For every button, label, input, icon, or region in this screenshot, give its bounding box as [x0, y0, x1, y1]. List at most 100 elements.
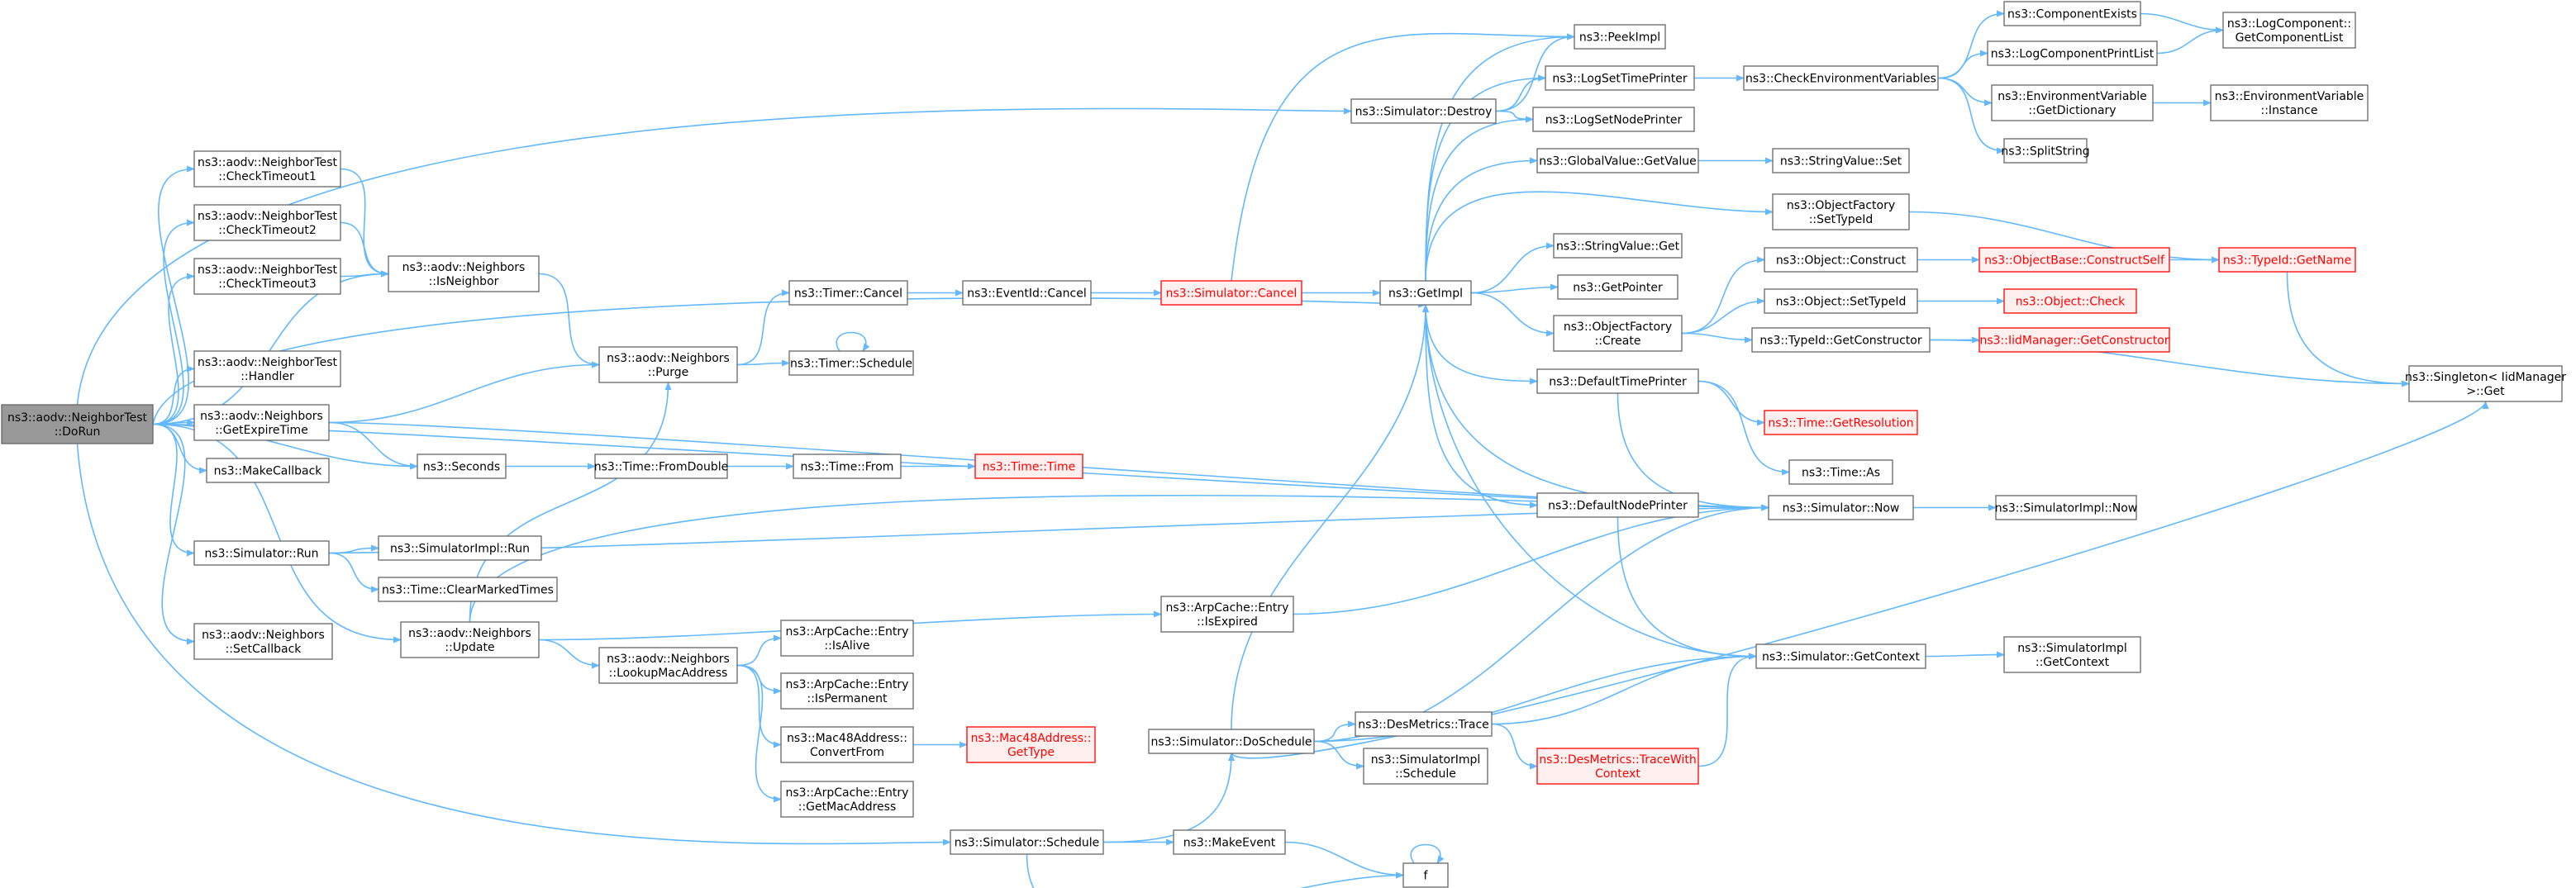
node-simimplgetcontext[interactable]: ns3::SimulatorImpl::GetContext	[2003, 636, 2141, 673]
node-ct2[interactable]: ns3::aodv::NeighborTest::CheckTimeout2	[193, 204, 341, 241]
node-timercancel[interactable]: ns3::Timer::Cancel	[788, 280, 908, 306]
node-stringvalueget[interactable]: ns3::StringValue::Get	[1553, 233, 1683, 259]
edge-checkenv-to-envgetdictionary	[1937, 77, 1993, 107]
node-timeas[interactable]: ns3::Time::As	[1788, 459, 1893, 485]
node-label: ns3::Simulator::Now	[1783, 502, 1900, 515]
node-clearmarked[interactable]: ns3::Time::ClearMarkedTimes	[378, 577, 558, 602]
node-label: ConvertFrom	[810, 746, 884, 759]
node-getexpire[interactable]: ns3::aodv::Neighbors::GetExpireTime	[193, 404, 330, 441]
node-objsettypeid[interactable]: ns3::Object::SetTypeId	[1764, 288, 1918, 314]
node-label: ns3::ArpCache::Entry	[786, 625, 909, 639]
node-box	[780, 781, 914, 818]
node-gettimeresolution[interactable]: ns3::Time::GetResolution	[1764, 410, 1918, 435]
node-envgetdictionary[interactable]: ns3::EnvironmentVariable::GetDictionary	[1991, 84, 2154, 121]
node-f[interactable]: f	[1402, 862, 1449, 888]
node-peekimpl[interactable]: ns3::PeekImpl	[1574, 24, 1666, 50]
node-splitstring[interactable]: ns3::SplitString	[2001, 138, 2090, 164]
node-simnow[interactable]: ns3::Simulator::Now	[1768, 495, 1914, 520]
node-getimpl[interactable]: ns3::GetImpl	[1379, 280, 1472, 306]
node-isalive[interactable]: ns3::ArpCache::Entry::IsAlive	[780, 620, 914, 657]
node-simdestroy[interactable]: ns3::Simulator::Destroy	[1350, 98, 1497, 124]
node-root[interactable]: ns3::aodv::NeighborTest::DoRun	[1, 404, 154, 444]
node-iidgetconstructor[interactable]: ns3::IidManager::GetConstructor	[1978, 327, 2170, 353]
node-getmacaddr[interactable]: ns3::ArpCache::Entry::GetMacAddress	[780, 781, 914, 818]
node-getcomponentlist[interactable]: ns3::LogComponent::GetComponentList	[2222, 12, 2356, 49]
node-isexpired[interactable]: ns3::ArpCache::Entry::IsExpired	[1160, 596, 1294, 633]
node-objfactorysettypeid[interactable]: ns3::ObjectFactory::SetTypeId	[1772, 193, 1910, 230]
node-mac48gettype[interactable]: ns3::Mac48Address::GetType	[966, 726, 1096, 763]
node-box	[1995, 495, 2137, 520]
node-objcheck[interactable]: ns3::Object::Check	[2003, 288, 2137, 314]
node-label: ns3::LogComponentPrintList	[1991, 48, 2155, 61]
node-label: ns3::LogComponent::	[2227, 17, 2351, 31]
node-timerschedule[interactable]: ns3::Timer::Schedule	[788, 350, 914, 376]
node-label: ns3::Time::FromDouble	[594, 461, 729, 474]
node-simimplschedule[interactable]: ns3::SimulatorImpl::Schedule	[1363, 748, 1488, 785]
node-envinstance[interactable]: ns3::EnvironmentVariable::Instance	[2210, 84, 2369, 121]
node-label: ns3::SimulatorImpl	[2017, 642, 2127, 655]
node-update[interactable]: ns3::aodv::Neighbors::Update	[400, 621, 540, 658]
node-timefrom[interactable]: ns3::Time::From	[793, 453, 902, 479]
node-ct3[interactable]: ns3::aodv::NeighborTest::CheckTimeout3	[193, 258, 341, 295]
node-simcancel[interactable]: ns3::Simulator::Cancel	[1160, 280, 1302, 306]
node-lookupmac[interactable]: ns3::aodv::Neighbors::LookupMacAddress	[598, 647, 738, 684]
node-logcomponentprintlist[interactable]: ns3::LogComponentPrintList	[1987, 40, 2158, 66]
node-constructself[interactable]: ns3::ObjectBase::ConstructSelf	[1978, 247, 2170, 273]
node-makecb[interactable]: ns3::MakeCallback	[206, 458, 330, 483]
node-typeidgetname[interactable]: ns3::TypeId::GetName	[2218, 247, 2356, 273]
node-objfactorycreate[interactable]: ns3::ObjectFactory::Create	[1553, 315, 1683, 352]
node-box	[1557, 274, 1678, 300]
node-defaulttimeprinter[interactable]: ns3::DefaultTimePrinter	[1536, 368, 1699, 394]
node-label: ns3::SimulatorImpl::Now	[1995, 502, 2138, 515]
node-doschedule[interactable]: ns3::Simulator::DoSchedule	[1148, 729, 1315, 754]
node-seconds[interactable]: ns3::Seconds	[417, 453, 507, 479]
node-simimplrun[interactable]: ns3::SimulatorImpl::Run	[378, 535, 542, 561]
node-makeevent[interactable]: ns3::MakeEvent	[1173, 829, 1286, 855]
edge-tracewithcontext-to-getcontext	[1697, 653, 1757, 767]
node-isneighbor[interactable]: ns3::aodv::Neighbors::IsNeighbor	[388, 255, 540, 292]
node-simrun[interactable]: ns3::Simulator::Run	[193, 540, 330, 566]
node-defaultnodeprinter[interactable]: ns3::DefaultNodePrinter	[1536, 492, 1699, 518]
node-label: ns3::aodv::NeighborTest	[7, 411, 148, 425]
node-box	[1991, 84, 2154, 121]
node-singletonget[interactable]: ns3::Singleton< IidManager >::Get	[2405, 365, 2566, 402]
node-timetime[interactable]: ns3::Time::Time	[974, 453, 1083, 479]
node-box	[388, 255, 540, 292]
node-handler[interactable]: ns3::aodv::NeighborTest::Handler	[193, 350, 341, 387]
node-stringvalueset[interactable]: ns3::StringValue::Set	[1772, 148, 1910, 173]
node-eventcancel[interactable]: ns3::EventId::Cancel	[962, 280, 1092, 306]
node-label: ns3::Time::Time	[983, 461, 1075, 474]
edge-objfactorysettypeid-to-typeidgetname	[1908, 211, 2220, 264]
node-simschedule[interactable]: ns3::Simulator::Schedule	[950, 829, 1104, 855]
node-fromdouble[interactable]: ns3::Time::FromDouble	[594, 453, 729, 479]
edge-root-to-seconds	[152, 423, 418, 470]
node-label: ns3::ObjectBase::ConstructSelf	[1984, 254, 2165, 268]
node-checkenv[interactable]: ns3::CheckEnvironmentVariables	[1743, 65, 1939, 91]
node-box	[1536, 748, 1699, 785]
node-objconstruct[interactable]: ns3::Object::Construct	[1764, 247, 1918, 273]
node-simimplnow[interactable]: ns3::SimulatorImpl::Now	[1995, 495, 2138, 520]
node-componentexists[interactable]: ns3::ComponentExists	[2003, 1, 2141, 26]
node-logsetnodeprinter[interactable]: ns3::LogSetNodePrinter	[1532, 107, 1695, 132]
node-setcb[interactable]: ns3::aodv::Neighbors::SetCallback	[193, 623, 333, 660]
node-ispermanent[interactable]: ns3::ArpCache::Entry::IsPermanent	[780, 672, 914, 710]
node-convertfrom[interactable]: ns3::Mac48Address::ConvertFrom	[780, 726, 914, 763]
edge-root-to-ct1	[152, 165, 195, 425]
node-box	[1751, 327, 1931, 353]
node-ct1[interactable]: ns3::aodv::NeighborTest::CheckTimeout1	[193, 150, 341, 188]
node-globalvalue[interactable]: ns3::GlobalValue::GetValue	[1536, 148, 1699, 173]
node-label: ns3::MakeEvent	[1183, 837, 1276, 850]
node-getcontext[interactable]: ns3::Simulator::GetContext	[1755, 643, 1926, 669]
node-typeidgetconstructor[interactable]: ns3::TypeId::GetConstructor	[1751, 327, 1931, 353]
node-desmetricstrace[interactable]: ns3::DesMetrics::Trace	[1355, 711, 1493, 737]
node-box	[1764, 247, 1918, 273]
edge-doschedule-to-getcontext	[1313, 653, 1757, 743]
node-logsettimeprinter[interactable]: ns3::LogSetTimePrinter	[1545, 65, 1695, 91]
node-getpointer[interactable]: ns3::GetPointer	[1557, 274, 1678, 300]
node-purge[interactable]: ns3::aodv::Neighbors::Purge	[598, 346, 738, 383]
node-box	[1788, 459, 1893, 485]
edge-root-to-update	[152, 423, 402, 643]
node-box	[598, 647, 738, 684]
node-label: ::GetDictionary	[2028, 104, 2116, 117]
